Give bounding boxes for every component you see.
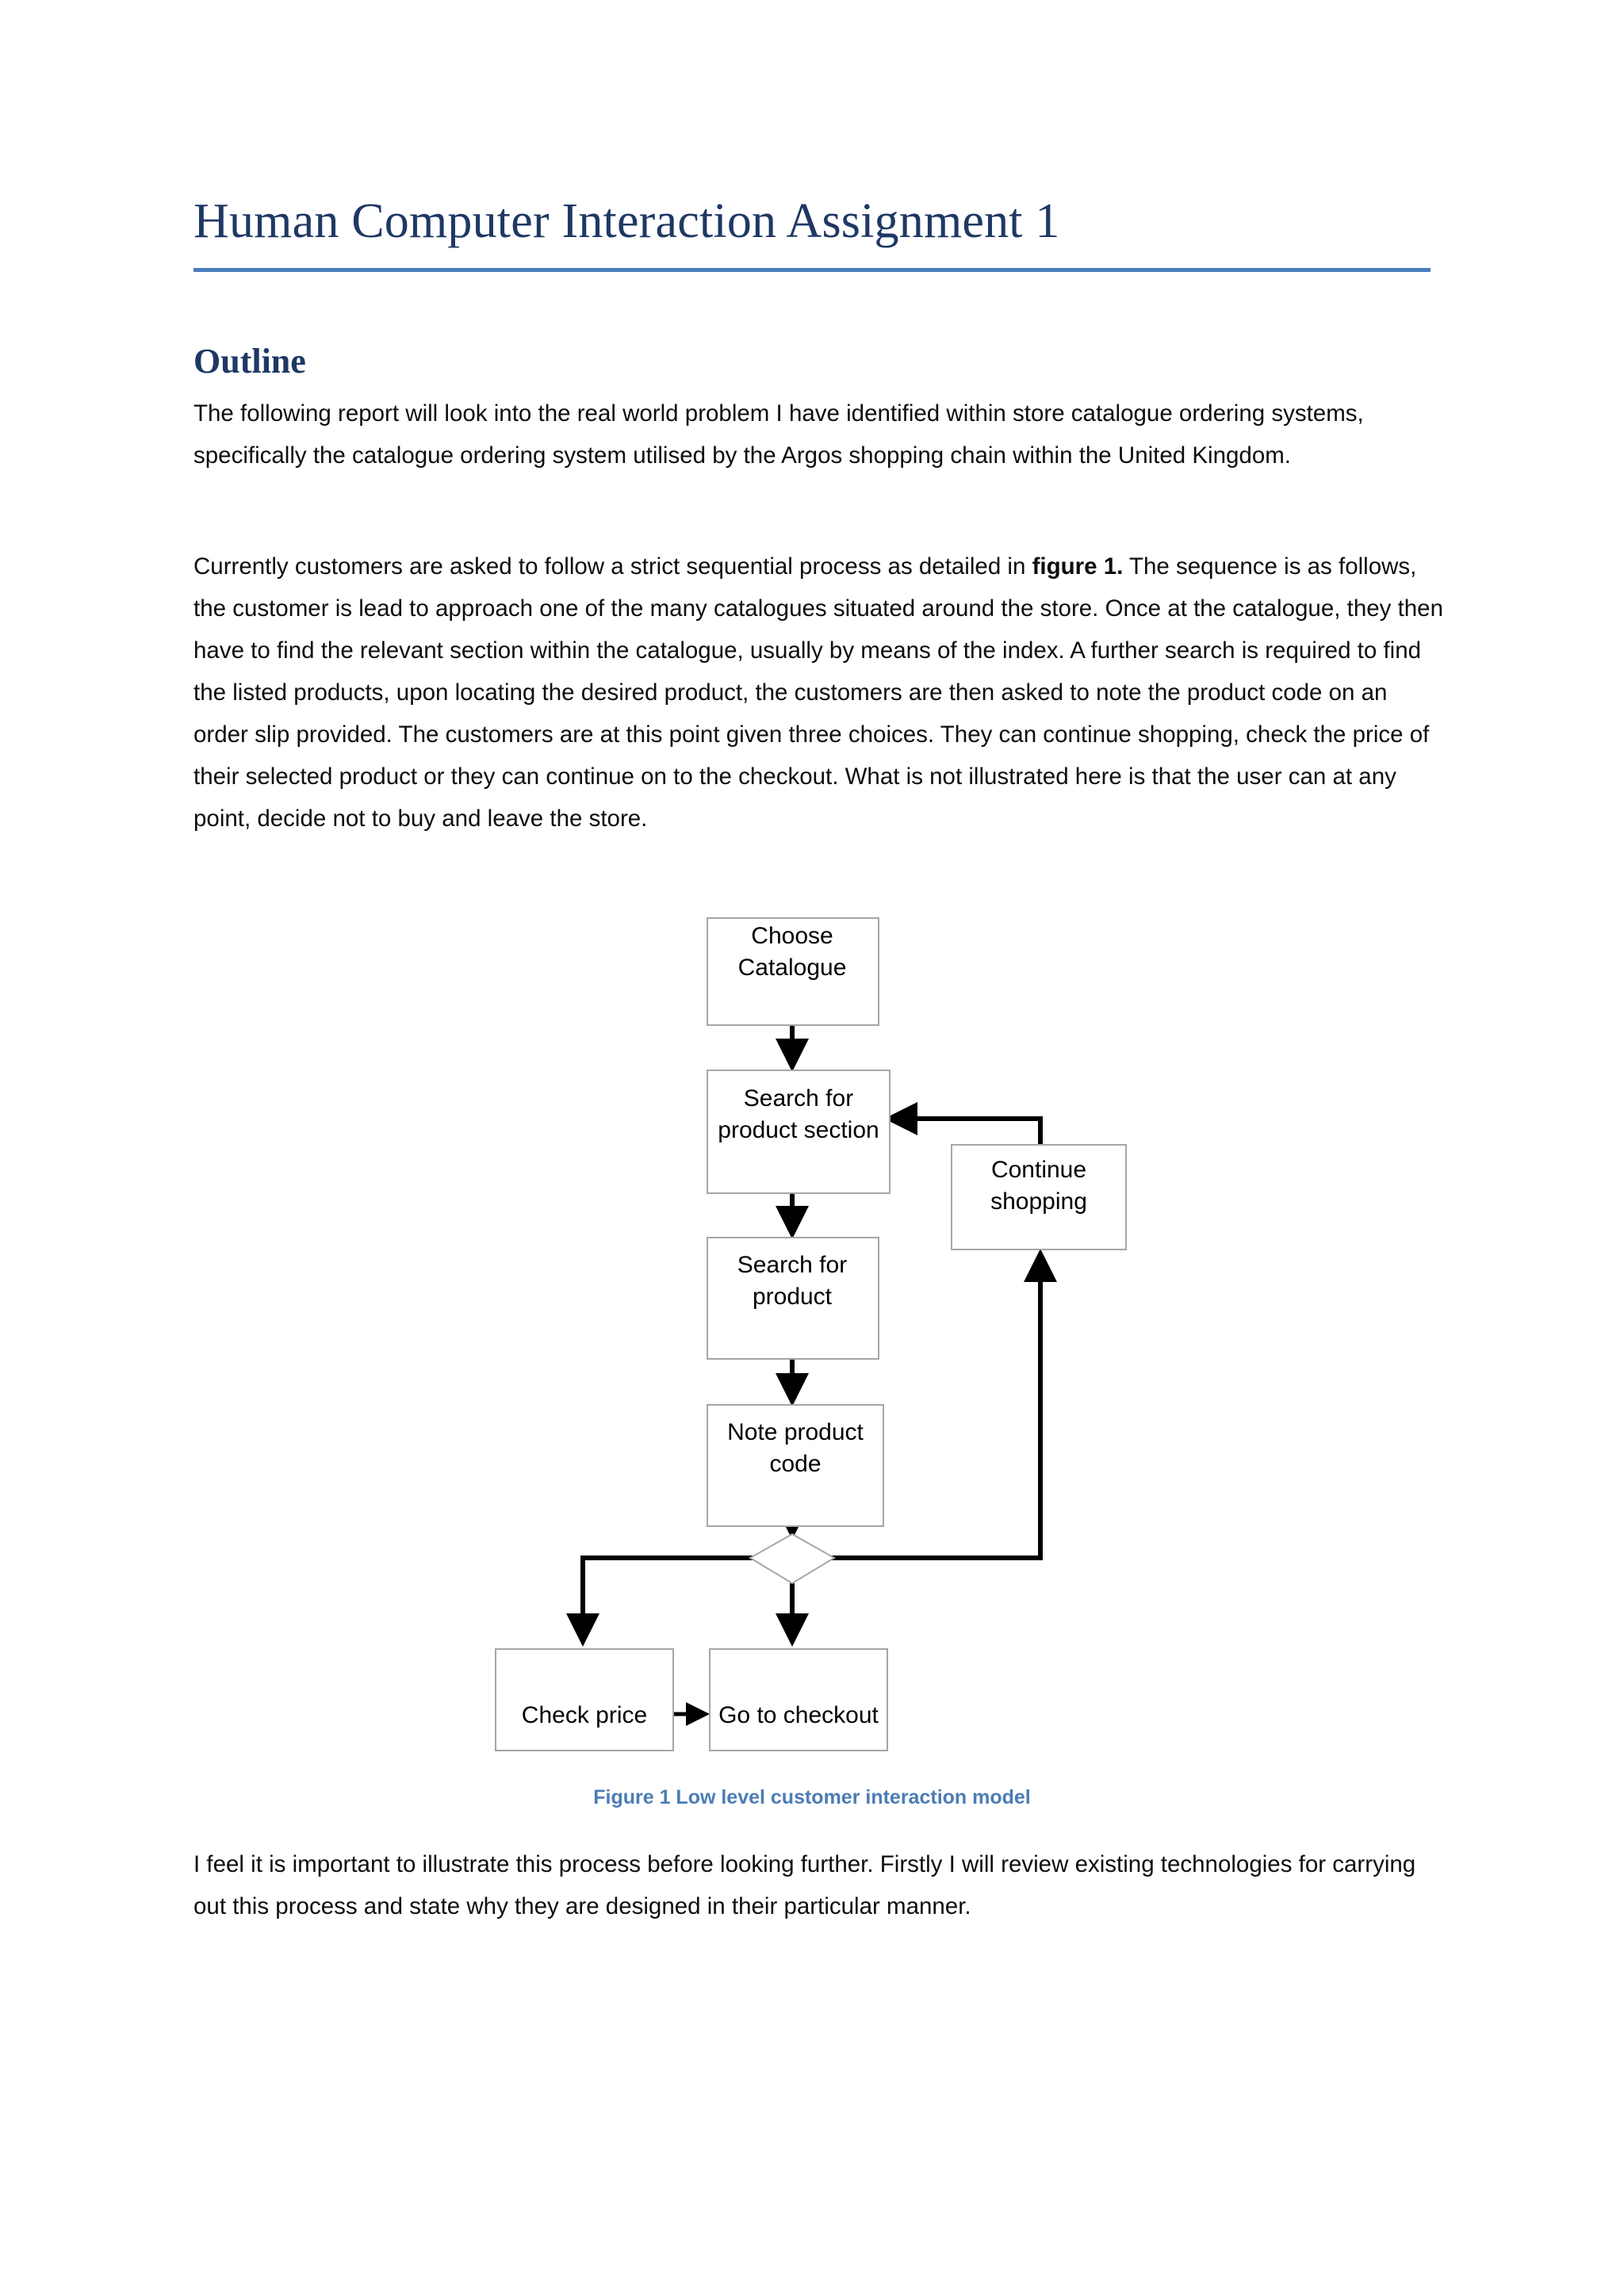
title-divider <box>193 268 1431 272</box>
paragraph-conclusion: I feel it is important to illustrate thi… <box>193 1851 1416 1919</box>
flow-label-continue-shopping-line1: Continue <box>991 1157 1086 1183</box>
figure-reference: figure 1. <box>1032 553 1124 580</box>
flow-label-note-code-line2: code <box>769 1451 821 1477</box>
flow-node-continue-shopping: Continue shopping <box>951 1144 1127 1250</box>
section-heading-outline: Outline <box>193 342 306 381</box>
flow-node-decision-diamond <box>749 1533 836 1585</box>
paragraph-intro: The following report will look into the … <box>193 400 1364 469</box>
flow-label-search-section-line1: Search for <box>744 1085 853 1112</box>
flow-label-check-price: Check price <box>522 1702 647 1728</box>
flow-label-search-product-line2: product <box>753 1284 833 1310</box>
connector-decision-to-check-price <box>566 1556 753 1647</box>
flow-node-choose-catalogue: Choose Catalogue <box>707 917 879 1026</box>
connector-continue-shopping-to-search-section <box>884 1102 1043 1145</box>
paragraph-process-description: Currently customers are asked to follow … <box>193 545 1446 840</box>
flow-label-go-to-checkout: Go to checkout <box>718 1702 879 1728</box>
flow-label-continue-shopping-line2: shopping <box>990 1188 1087 1215</box>
document-title: Human Computer Interaction Assignment 1 <box>193 194 1060 248</box>
flow-label-choose-catalogue-line1: Choose <box>751 923 833 949</box>
figure-1-flowchart: Choose Catalogue Search for product sect… <box>0 896 1624 1776</box>
connector-decision-to-continue-shopping <box>832 1249 1057 1560</box>
flow-node-check-price: Check price <box>495 1648 674 1751</box>
flow-node-search-product: Search for product <box>707 1237 879 1360</box>
paragraph-2-lead: Currently customers are asked to follow … <box>193 553 1032 580</box>
figure-1-caption: Figure 1 Low level customer interaction … <box>593 1786 1031 1808</box>
paragraph-2-rest: The sequence is as follows, the customer… <box>193 553 1443 832</box>
flowchart-svg: Choose Catalogue Search for product sect… <box>495 917 1127 1751</box>
flow-label-search-product-line1: Search for <box>737 1252 847 1278</box>
flow-node-go-to-checkout: Go to checkout <box>709 1648 888 1751</box>
flow-node-search-product-section: Search for product section <box>707 1070 891 1194</box>
flow-label-search-section-line2: product section <box>718 1117 879 1143</box>
flow-label-note-code-line1: Note product <box>727 1419 864 1445</box>
flow-label-choose-catalogue-line2: Catalogue <box>738 955 847 981</box>
flow-node-note-product-code: Note product code <box>707 1404 884 1527</box>
